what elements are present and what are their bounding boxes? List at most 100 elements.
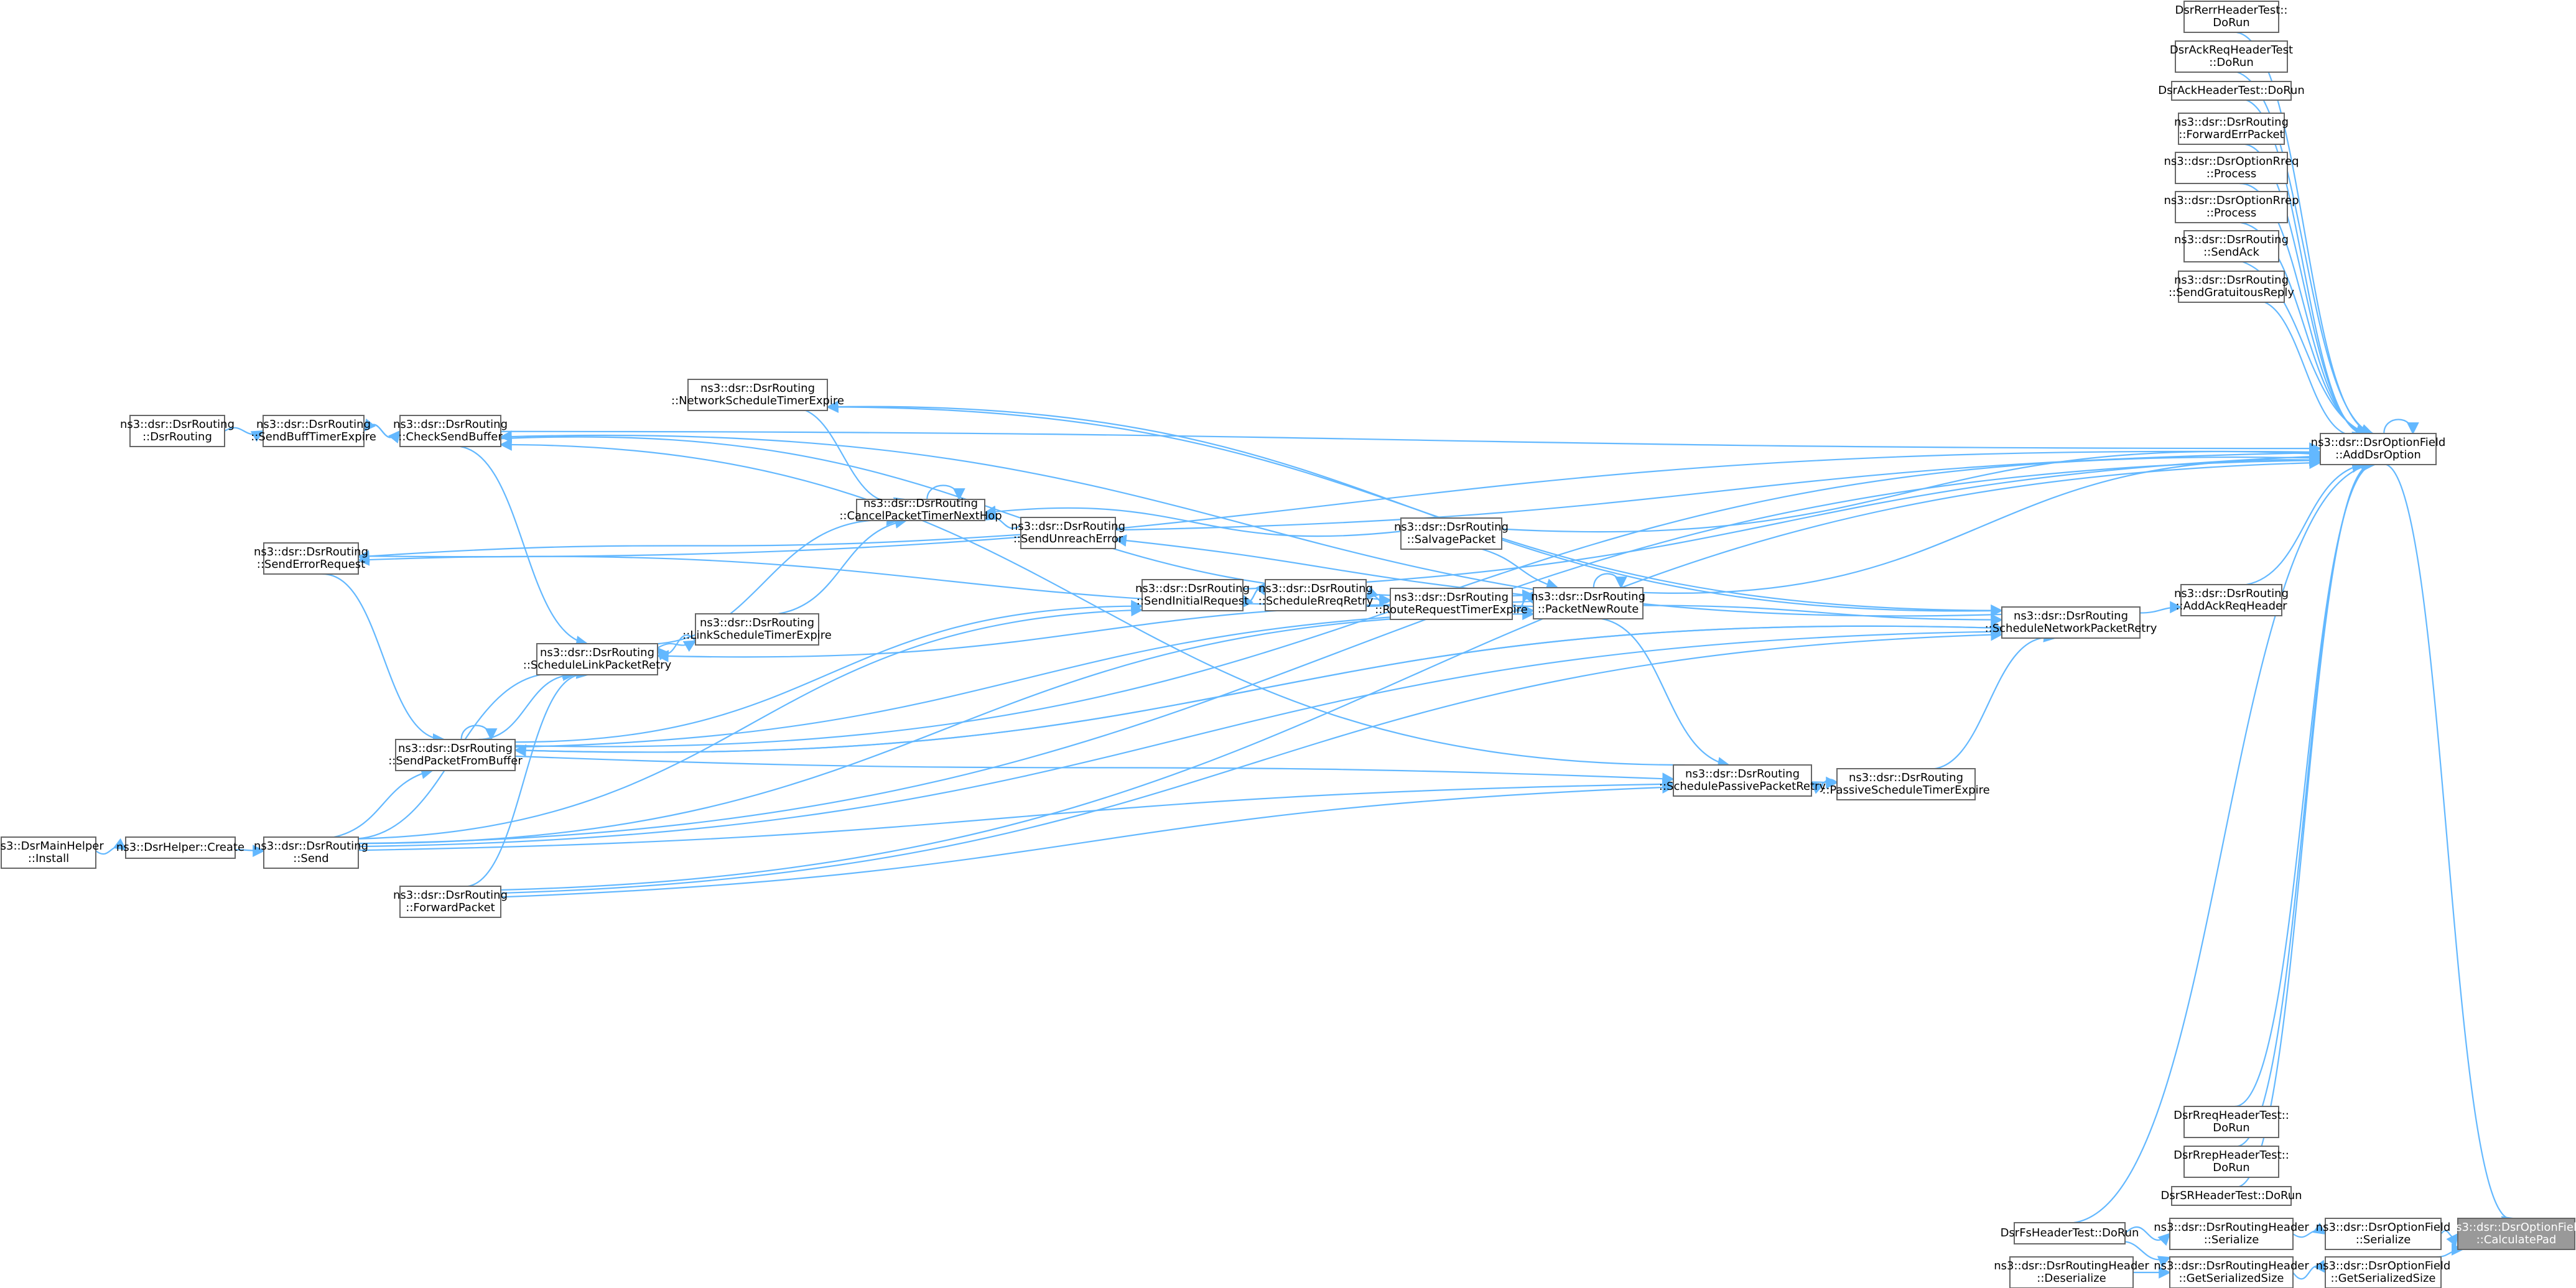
call-edge-of_getsize-to-calc <box>2437 1243 2464 1258</box>
call-edge-send_unreach-to-send_err_req <box>357 534 1021 563</box>
node-sched-passive[interactable]: ns3::dsr::DsrRouting::SchedulePassivePac… <box>1659 764 1826 797</box>
node-box <box>263 415 365 447</box>
node-helper-create[interactable]: ns3::DsrHelper::Create <box>116 836 244 859</box>
node-rerr-test[interactable]: DsrRerrHeaderTest::DoRun <box>2175 1 2288 33</box>
call-edge-rrep_test-to-add_opt <box>2234 456 2376 1147</box>
node-salvage[interactable]: ns3::dsr::DsrRouting::SalvagePacket <box>1394 517 1509 550</box>
node-label: ns3::dsr::DsrOptionRrep <box>2164 194 2299 207</box>
node-rreq-test[interactable]: DsrRreqHeaderTest::DoRun <box>2174 1106 2289 1138</box>
node-ack-test[interactable]: DsrAckHeaderTest::DoRun <box>2158 81 2305 101</box>
node-send-unreach[interactable]: ns3::dsr::DsrRouting::SendUnreachError <box>1011 517 1125 549</box>
node-check-buf[interactable]: ns3::dsr::DsrRouting::CheckSendBuffer <box>393 415 508 447</box>
node-label: DsrRreqHeaderTest:: <box>2174 1109 2289 1122</box>
call-edge-add_opt-to-calc <box>2381 463 2515 1228</box>
node-main-install[interactable]: ns3::DsrMainHelper::Install <box>0 836 104 869</box>
call-edge-send-to-sched_passive <box>358 778 1675 851</box>
node-label: ns3::dsr::DsrRouting <box>2174 274 2289 287</box>
call-edge-salvage-to-packet_new <box>1481 548 1559 591</box>
node-label: ns3::dsr::DsrRoutingHeader <box>2154 1221 2309 1234</box>
call-edge-sr_test-to-add_opt <box>2233 455 2376 1188</box>
node-packet-new[interactable]: ns3::dsr::DsrRouting::PacketNewRoute <box>1531 587 1645 619</box>
node-label: ns3::dsr::DsrOptionField <box>2311 436 2446 449</box>
call-edge-sched_link-to-link_sched_exp <box>657 640 697 652</box>
node-box <box>695 613 819 646</box>
node-label: ns3::DsrHelper::Create <box>116 841 244 854</box>
node-sched-link[interactable]: ns3::dsr::DsrRouting::ScheduleLinkPacket… <box>523 643 672 675</box>
node-label: ns3::dsr::DsrRouting <box>120 418 235 431</box>
node-label: ::ForwardPacket <box>406 901 495 914</box>
node-box <box>1 836 96 869</box>
node-box <box>2014 1222 2126 1244</box>
node-label: ::ScheduleLinkPacketRetry <box>523 659 672 672</box>
node-send-pkt-buf[interactable]: ns3::dsr::DsrRouting::SendPacketFromBuff… <box>388 739 523 771</box>
call-edge-of_serialize-to-calc <box>2440 1230 2459 1247</box>
node-label: ::GetSerializedSize <box>2178 1272 2284 1285</box>
call-edge-link_sched_exp-to-cancel_timer <box>778 516 908 615</box>
node-label: ns3::dsr::DsrRouting <box>1258 582 1373 595</box>
node-rh-getsize[interactable]: ns3::dsr::DsrRoutingHeader::GetSerialize… <box>2154 1256 2309 1288</box>
node-box <box>2183 1106 2279 1138</box>
node-box <box>2180 584 2282 616</box>
node-send-buff-exp[interactable]: ns3::dsr::DsrRouting::SendBuffTimerExpir… <box>251 415 376 447</box>
node-rreq-proc[interactable]: ns3::dsr::DsrOptionRreq::Process <box>2164 152 2299 184</box>
call-edge-send_err_req-to-send_pkt_buf <box>322 573 445 746</box>
node-label: ::RouteRequestTimerExpire <box>1375 603 1527 616</box>
call-edge-check_buf-to-packet_new <box>500 436 1535 602</box>
node-label: ns3::dsr::DsrRouting <box>1394 591 1509 604</box>
node-rrep-test[interactable]: DsrRrepHeaderTest::DoRun <box>2174 1146 2289 1178</box>
node-send-ack[interactable]: ns3::dsr::DsrRouting::SendAck <box>2174 230 2289 262</box>
node-send-init[interactable]: ns3::dsr::DsrRouting::SendInitialRequest <box>1135 579 1250 611</box>
node-label: ::SchedulePassivePacketRetry <box>1659 780 1826 793</box>
node-fs-test[interactable]: DsrFsHeaderTest::DoRun <box>2001 1222 2139 1244</box>
node-label: DsrAckHeaderTest::DoRun <box>2158 84 2304 97</box>
call-edge-fwd_pkt-to-add_opt <box>500 456 2322 891</box>
call-edge-send_grat-to-add_opt <box>2245 299 2366 443</box>
node-box <box>1390 588 1513 620</box>
node-net-sched-exp[interactable]: ns3::dsr::DsrRouting::NetworkScheduleTim… <box>671 379 844 411</box>
node-passive-exp[interactable]: ns3::dsr::DsrRouting::PassiveScheduleTim… <box>1822 768 1990 800</box>
node-label: DoRun <box>2213 1121 2249 1134</box>
node-box <box>2320 433 2437 465</box>
node-add-ackreq[interactable]: ns3::dsr::DsrRouting::AddAckReqHeader <box>2174 584 2289 616</box>
node-send-grat[interactable]: ns3::dsr::DsrRouting::SendGratuitousRepl… <box>2169 271 2294 303</box>
node-label: DsrAckReqHeaderTest <box>2170 44 2293 57</box>
node-rh-serialize[interactable]: ns3::dsr::DsrRoutingHeader::Serialize <box>2154 1218 2309 1250</box>
node-fwd-err[interactable]: ns3::dsr::DsrRouting::ForwardErrPacket <box>2174 113 2289 145</box>
node-send-err-req[interactable]: ns3::dsr::DsrRouting::SendErrorRequest <box>254 542 368 575</box>
node-label: ::SendBuffTimerExpire <box>251 430 376 443</box>
node-ackreq-test[interactable]: DsrAckReqHeaderTest::DoRun <box>2170 40 2293 73</box>
call-edge-sched_net-to-check_buf <box>500 430 2002 617</box>
node-box <box>1836 768 1976 800</box>
node-label: ::PacketNewRoute <box>1538 603 1639 616</box>
node-rrep-proc[interactable]: ns3::dsr::DsrOptionRrep::Process <box>2164 191 2299 223</box>
node-label: ns3::dsr::DsrRouting <box>393 889 508 902</box>
node-fwd-pkt[interactable]: ns3::dsr::DsrRouting::ForwardPacket <box>393 886 508 918</box>
node-dsr-routing[interactable]: ns3::dsr::DsrRouting::DsrRouting <box>120 415 235 447</box>
node-label: ::ScheduleRreqRetry <box>1258 595 1374 608</box>
node-label: ns3::dsr::DsrRouting <box>700 616 814 629</box>
node-add-opt[interactable]: ns3::dsr::DsrOptionField::AddDsrOption <box>2311 433 2446 465</box>
call-edge-send_pkt_buf-to-packet_new <box>514 605 1535 748</box>
node-sched-rreq[interactable]: ns3::dsr::DsrRouting::ScheduleRreqRetry <box>1258 579 1374 611</box>
node-box <box>2175 191 2288 223</box>
node-of-getsize[interactable]: ns3::dsr::DsrOptionField::GetSerializedS… <box>2316 1256 2451 1288</box>
node-link-sched-exp[interactable]: ns3::dsr::DsrRouting::LinkScheduleTimerE… <box>682 613 832 646</box>
node-of-serialize[interactable]: ns3::dsr::DsrOptionField::Serialize <box>2316 1218 2451 1250</box>
node-sched-net[interactable]: ns3::dsr::DsrRouting::ScheduleNetworkPac… <box>1985 606 2157 639</box>
node-box <box>399 886 501 918</box>
node-label: ns3::dsr::DsrOptionField <box>2316 1221 2451 1234</box>
node-label: ::Process <box>2206 206 2256 220</box>
node-cancel-timer[interactable]: ns3::dsr::DsrRouting::CancelPacketTimerN… <box>839 497 1002 522</box>
node-label: ::Send <box>293 852 328 865</box>
node-label: ::Deserialize <box>2037 1272 2106 1285</box>
node-calc[interactable]: ns3::dsr::DsrOptionField::CalculatePad <box>2449 1218 2576 1250</box>
node-sr-test[interactable]: DsrSRHeaderTest::DoRun <box>2160 1186 2302 1206</box>
node-send[interactable]: ns3::dsr::DsrRouting::Send <box>254 836 368 869</box>
node-rreq-timer[interactable]: ns3::dsr::DsrRouting::RouteRequestTimerE… <box>1375 588 1528 620</box>
node-label: ns3::dsr::DsrRoutingHeader <box>1994 1259 2149 1272</box>
node-rh-deser[interactable]: ns3::dsr::DsrRoutingHeader::Deserialize <box>1994 1256 2149 1288</box>
call-edge-send_pkt_buf-to-send_init <box>514 600 1143 743</box>
call-edge-sched_net-to-add_ackreq <box>2139 601 2182 614</box>
